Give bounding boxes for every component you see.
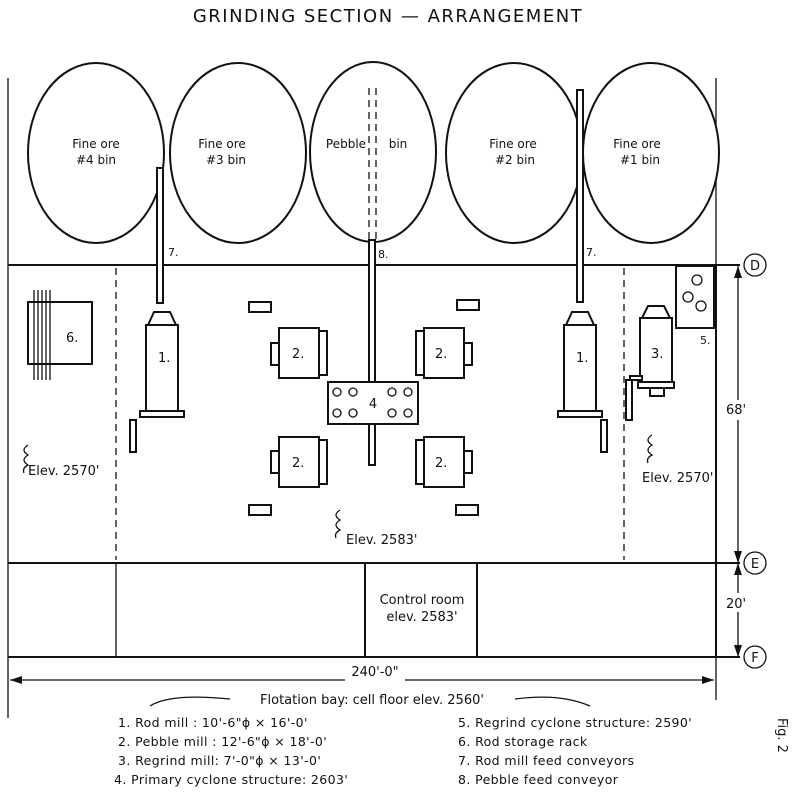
bin-2-label-line1: Fine ore	[489, 137, 537, 151]
legend-item-5: 5. Regrind cyclone structure: 2590'	[458, 715, 692, 730]
pebble-bin: Pebble bin	[309, 61, 437, 243]
control-room-label-line2: elev. 2583'	[386, 610, 457, 625]
dimension-240-label: 240'-0"	[351, 665, 398, 680]
legend-item-1: 1. Rod mill : 10'-6"ϕ × 16'-0'	[118, 715, 308, 730]
pebble-mill-top-right	[415, 299, 480, 379]
rod-mill-feed-conveyor-left	[156, 167, 164, 304]
elevation-left-label: Elev. 2570'	[28, 464, 99, 479]
bin-3-label-line2: #3 bin	[206, 153, 246, 167]
dimension-68-label: 68'	[726, 403, 746, 418]
legend-item-4: 4. Primary cyclone structure: 2603'	[114, 772, 348, 787]
vertical-dimension-line	[734, 266, 742, 657]
rack-label: 6.	[66, 331, 78, 346]
grid-e-label: E	[751, 557, 759, 572]
elevation-center-label: Elev. 2583'	[346, 533, 417, 548]
elevation-right-label: Elev. 2570'	[642, 471, 713, 486]
pebble-mill-bottom-left	[248, 436, 328, 516]
pebble-bin-label-line1: Pebble	[326, 137, 366, 151]
pebble-mill-bottom-right-label: 2.	[435, 456, 447, 471]
legend-item-7: 7. Rod mill feed conveyors	[458, 753, 634, 768]
elevation-left-marker	[22, 444, 30, 474]
bin-4-label-line2: #4 bin	[76, 153, 116, 167]
conveyor-right-label: 7.	[586, 246, 597, 259]
fine-ore-bin-4: Fine ore #4 bin	[27, 62, 165, 244]
diagram-title: GRINDING SECTION — ARRANGEMENT	[193, 6, 583, 27]
pebble-mill-top-right-label: 2.	[435, 347, 447, 362]
rod-mill-left	[129, 311, 185, 453]
regrind-mill	[625, 305, 675, 421]
rod-mill-right-label: 1.	[576, 351, 588, 366]
grid-f-label: F	[751, 651, 758, 666]
primary-cyclone-structure	[327, 381, 419, 425]
rod-mill-left-label: 1.	[158, 351, 170, 366]
regrind-cyclone-structure	[675, 265, 715, 329]
bin-3-label-line1: Fine ore	[198, 137, 246, 151]
bin-2-label-line2: #2 bin	[495, 153, 535, 167]
grid-d-label: D	[750, 259, 760, 274]
legend-item-8: 8. Pebble feed conveyor	[458, 772, 619, 787]
fine-ore-bin-2: Fine ore #2 bin	[445, 62, 583, 244]
flotation-bay-brace	[149, 696, 591, 707]
bin-1-label-line2: #1 bin	[620, 153, 660, 167]
conveyor-left-label: 7.	[168, 246, 179, 259]
figure-label: Fig. 2	[774, 718, 789, 753]
flotation-bay-label: Flotation bay: cell floor elev. 2560'	[260, 693, 484, 708]
elevation-center-marker	[334, 509, 342, 539]
elevation-right-marker	[646, 434, 654, 464]
cyclone-label: 4	[369, 397, 377, 412]
legend-item-2: 2. Pebble mill : 12'-6"ϕ × 18'-0'	[118, 734, 327, 749]
legend-item-3: 3. Regrind mill: 7'-0"ϕ × 13'-0'	[118, 753, 321, 768]
fine-ore-bin-1: Fine ore #1 bin	[582, 62, 720, 244]
grid-marker-e	[743, 551, 767, 575]
dimension-20-label: 20'	[726, 597, 746, 612]
pebble-mill-top-left	[248, 301, 328, 379]
horizontal-dimension-line	[10, 676, 714, 684]
legend-item-6: 6. Rod storage rack	[458, 734, 588, 749]
rod-mill-right	[557, 311, 608, 453]
rod-storage-rack	[27, 290, 93, 380]
rod-mill-feed-conveyor-right	[576, 89, 584, 303]
grid-marker-f	[743, 645, 767, 669]
regrind-cyclone-label: 5.	[700, 334, 711, 347]
pebble-mill-bottom-right	[415, 436, 479, 516]
bin-1-label-line1: Fine ore	[613, 137, 661, 151]
pebble-mill-top-left-label: 2.	[292, 347, 304, 362]
conveyor-center-label: 8.	[378, 248, 389, 261]
pebble-mill-bottom-left-label: 2.	[292, 456, 304, 471]
grid-marker-d	[743, 253, 767, 277]
control-room-label-line1: Control room	[380, 593, 465, 608]
regrind-mill-label: 3.	[651, 347, 663, 362]
pebble-bin-label-line2: bin	[389, 137, 408, 151]
fine-ore-bin-3: Fine ore #3 bin	[169, 62, 307, 244]
control-room	[364, 563, 478, 657]
bin-4-label-line1: Fine ore	[72, 137, 120, 151]
pebble-feed-conveyor	[368, 239, 376, 466]
